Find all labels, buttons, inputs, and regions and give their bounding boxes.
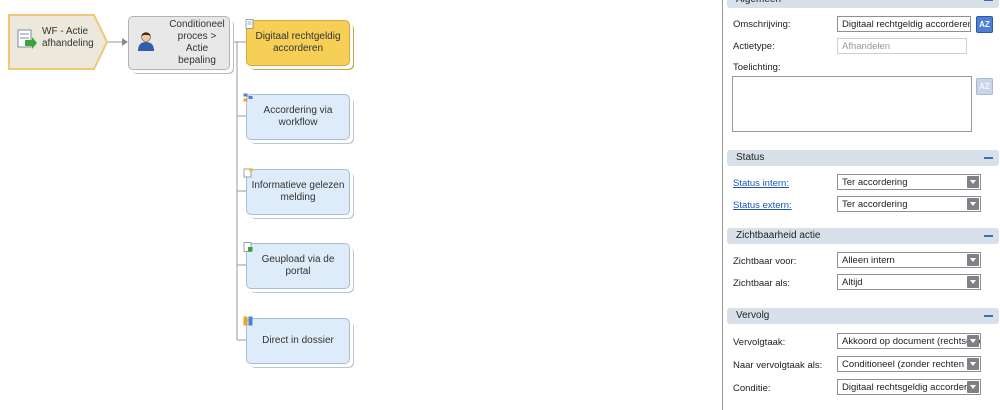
zichtbaar-voor-label: Zichtbaar voor: [733,256,797,267]
action-node-label: Direct in dossier [262,335,334,346]
action-node-informatieve[interactable]: Informatieve gelezen melding [246,169,350,215]
status-intern-link[interactable]: Status intern: [733,178,789,189]
collapse-icon[interactable] [984,0,993,1]
section-header-vervolg[interactable]: Vervolg [727,308,999,324]
status-extern-value: Ter accordering [842,199,908,210]
translate-icon[interactable]: AZ [976,16,993,33]
vervolgtaak-value: Akkoord op document (rechtsgeld [842,336,981,347]
zichtbaar-als-value: Altijd [842,277,863,288]
connector-lines [108,38,246,341]
process-node-label: Conditioneel proces > Actie bepaling [169,19,225,66]
collapse-icon[interactable] [984,315,993,317]
translate-icon[interactable]: AZ [976,78,993,95]
omschrijving-field[interactable]: Digitaal rechtgeldig accorderen [837,16,971,32]
conditie-value: Digitaal rechtsgeldig accorderen [842,382,978,393]
person-icon [138,32,154,51]
vervolgtaak-label: Vervolgtaak: [733,337,786,348]
document-icon [245,19,254,29]
section-header-status[interactable]: Status [727,150,999,166]
chevron-down-icon[interactable] [967,254,979,266]
action-node-geupload[interactable]: Geupload via de portal [246,243,350,289]
toelichting-textarea[interactable] [732,76,972,132]
naar-vervolgtaak-label: Naar vervolgtaak als: [733,360,823,371]
start-node-label: WF - Actie afhandeling [42,26,94,49]
conditie-select[interactable]: Digitaal rechtsgeldig accorderen [837,379,981,395]
properties-panel: Algemeen Omschrijving: Digitaal rechtgel… [722,0,1000,410]
status-extern-link[interactable]: Status extern: [733,200,792,211]
note-icon [243,168,253,178]
upload-icon [243,242,253,252]
section-header-algemeen[interactable]: Algemeen [727,0,999,8]
start-node-shape [8,14,108,70]
action-node-direct[interactable]: Direct in dossier [246,318,350,364]
actietype-field: Afhandelen [837,38,967,54]
collapse-icon[interactable] [984,235,993,237]
status-intern-value: Ter accordering [842,177,908,188]
status-intern-select[interactable]: Ter accordering [837,174,981,190]
action-node-accordering[interactable]: Accordering via workflow [246,94,350,140]
naar-vervolgtaak-select[interactable]: Conditioneel (zonder rechten op [837,356,981,372]
section-title: Status [736,152,765,163]
chevron-down-icon[interactable] [967,198,979,210]
action-node-label: Informatieve gelezen melding [251,180,345,203]
conditie-label: Conditie: [733,383,771,394]
action-node-label: Digitaal rechtgeldig accorderen [255,31,341,54]
process-node[interactable]: Conditioneel proces > Actie bepaling [128,16,230,70]
chevron-down-icon[interactable] [967,176,979,188]
chevron-down-icon[interactable] [967,276,979,288]
status-extern-select[interactable]: Ter accordering [837,196,981,212]
workflow-canvas: WF - Actie afhandeling Conditioneel proc… [8,14,350,364]
chevron-down-icon[interactable] [967,358,979,370]
toelichting-label: Toelichting: [733,62,781,73]
zichtbaar-als-label: Zichtbaar als: [733,278,791,289]
omschrijving-label: Omschrijving: [733,19,791,30]
section-header-zichtbaarheid[interactable]: Zichtbaarheid actie [727,228,999,244]
section-title: Algemeen [736,0,781,8]
workflow-icon [243,93,253,102]
action-node-label: Geupload via de portal [261,254,335,277]
naar-vervolgtaak-value: Conditioneel (zonder rechten op [842,359,978,370]
actietype-label: Actietype: [733,41,775,52]
zichtbaar-voor-select[interactable]: Alleen intern [837,252,981,268]
action-node-digitaal[interactable]: Digitaal rechtgeldig accorderen [246,20,350,66]
workflow-start-node[interactable]: WF - Actie afhandeling [8,14,128,70]
section-title: Vervolg [736,310,770,321]
dossier-icon [243,316,253,326]
chevron-down-icon[interactable] [967,381,979,393]
collapse-icon[interactable] [984,157,993,159]
action-node-label: Accordering via workflow [263,105,333,128]
vervolgtaak-select[interactable]: Akkoord op document (rechtsgeld [837,333,981,349]
section-title: Zichtbaarheid actie [736,230,821,241]
zichtbaar-voor-value: Alleen intern [842,255,895,266]
zichtbaar-als-select[interactable]: Altijd [837,274,981,290]
chevron-down-icon[interactable] [967,335,979,347]
